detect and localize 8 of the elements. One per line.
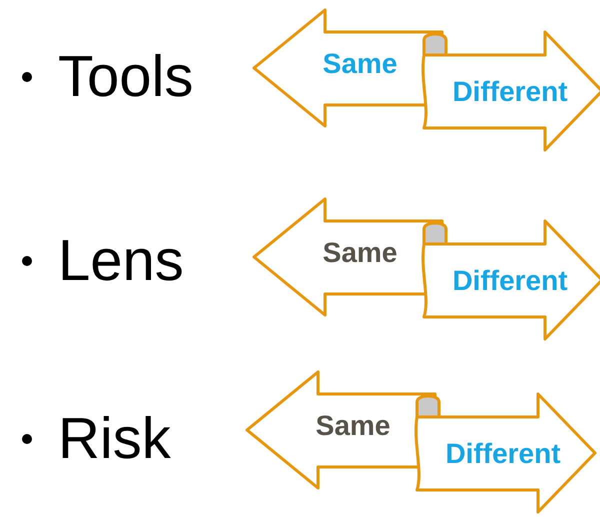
arrow-label: Same bbox=[322, 48, 398, 80]
bullet-text: Risk bbox=[58, 410, 171, 468]
bullet-text: Lens bbox=[58, 232, 184, 290]
arrow-label: Same bbox=[322, 237, 398, 269]
bullet-text: Tools bbox=[58, 48, 194, 106]
arrow-label: Same bbox=[316, 410, 390, 442]
arrow-label: Different bbox=[452, 76, 568, 108]
arrow-label: Different bbox=[452, 265, 568, 297]
